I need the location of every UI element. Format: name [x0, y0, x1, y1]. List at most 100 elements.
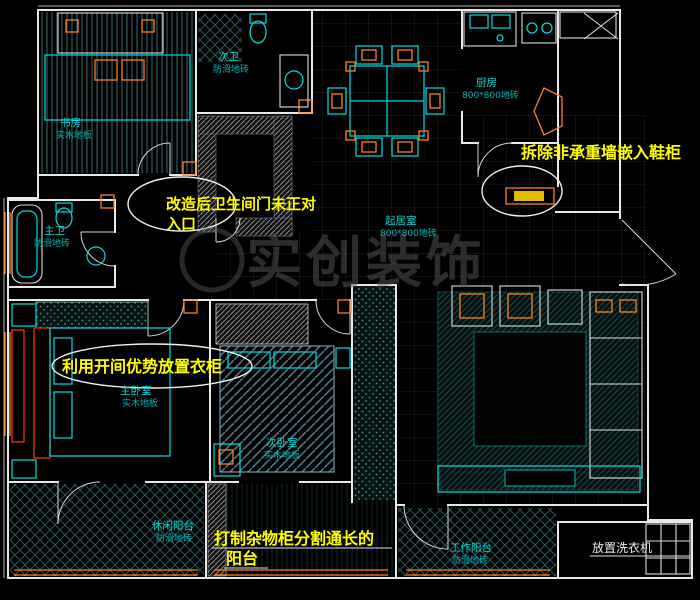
- bath-door-note-line2: 入口: [166, 215, 196, 233]
- balcony-divider-cabinet: [207, 483, 227, 577]
- column-master-bedroom: [183, 299, 198, 314]
- bathtub-inner: [16, 210, 38, 278]
- wardrobe: [215, 303, 309, 345]
- balcony-cabinet-note-line2: 阳台: [226, 549, 258, 568]
- armchair-2: [499, 285, 541, 327]
- toilet-icon: [249, 20, 267, 44]
- second-bath-label: 次卫: [218, 50, 239, 63]
- sofa-set: [437, 285, 643, 493]
- side-table: [547, 289, 583, 325]
- long-cabinet-column: [353, 286, 395, 500]
- living-balcony-door: [403, 504, 449, 550]
- second-bedroom-furniture: [213, 303, 351, 477]
- master-bath-window: [4, 212, 11, 274]
- dining-chairs: [327, 45, 445, 157]
- sofa-pillow-2: [619, 299, 637, 313]
- tv-icon: [504, 469, 576, 487]
- second-bath-fixtures: [249, 13, 309, 108]
- table-corner-3: [345, 130, 356, 141]
- rug-center: [473, 331, 587, 447]
- shoe-cabinet-core: [514, 191, 544, 201]
- room-labels: 书房 实木地板 次卫 防滑地砖 厨房 800*800地砖 主卫 防滑地砖 起居室…: [34, 50, 519, 566]
- tv-cabinet: [437, 465, 641, 493]
- armchair-1: [451, 285, 493, 327]
- second-bedroom-label: 次卧室: [266, 436, 298, 449]
- shower-hatch: [198, 14, 242, 62]
- column-study: [182, 161, 197, 176]
- laundry-area: [590, 523, 691, 575]
- burner-1: [526, 22, 538, 34]
- leisure-balcony-hatch: [10, 484, 204, 576]
- wardrobe-note-highlight: [51, 343, 253, 389]
- sink-basin-2: [491, 14, 511, 29]
- master-bath-door: [80, 231, 116, 267]
- column-master-bath: [100, 194, 115, 209]
- master-bath-walls: [7, 199, 116, 288]
- kitchen-walls: [461, 9, 621, 213]
- master-bedroom-floor-label: 实木地板: [122, 397, 158, 409]
- work-balcony-window: [406, 569, 550, 576]
- bed-headboard: [33, 327, 51, 459]
- shoe-cabinet: [505, 187, 555, 205]
- shoe-cabinet-highlight: [481, 165, 563, 217]
- vanity-counter: [279, 54, 309, 108]
- annotation-notes: 拆除非承重墙嵌入鞋柜 改造后卫生间门未正对 入口 利用开间优势放置衣柜 打制杂物…: [62, 143, 681, 568]
- washing-machine-note: 放置洗衣机: [592, 540, 652, 555]
- highlight-ellipses: [51, 165, 563, 569]
- armchair-2-cushion: [507, 293, 533, 319]
- toilet-tank: [55, 202, 73, 213]
- watermark-logo: [179, 227, 245, 293]
- kitchen-sink-counter: [463, 11, 517, 47]
- study-furniture: [44, 12, 191, 121]
- study-cabinet: [57, 12, 164, 54]
- kitchen-floor-label: 800*800地砖: [462, 89, 519, 101]
- nightstand-2: [11, 459, 37, 479]
- second-bath-floor-label: 防滑地砖: [213, 63, 249, 75]
- work-balcony-label: 工作阳台: [450, 541, 492, 554]
- middle-balcony-window: [214, 569, 388, 576]
- walls: [3, 5, 693, 579]
- sink-basin-1: [469, 14, 489, 29]
- faucet-icon: [496, 34, 504, 42]
- master-bedroom-door: [147, 299, 185, 337]
- master-bedroom-furniture: [11, 301, 171, 479]
- table-corner-1: [345, 61, 356, 72]
- bath-door-highlight: [127, 176, 237, 232]
- right-bottom-walls: [7, 9, 693, 579]
- dining-set: [327, 45, 445, 157]
- leisure-balcony-floor-label: 防滑地砖: [156, 532, 192, 544]
- entry-cabinet-cross: [583, 12, 619, 40]
- bathtub-icon: [11, 204, 43, 284]
- stove-icon: [521, 12, 557, 44]
- kitchen-fridge-symbol: [533, 87, 563, 136]
- leisure-balcony-label: 休闲阳台: [152, 519, 194, 532]
- master-bath-fixtures: [11, 202, 106, 284]
- master-balcony-door: [57, 481, 101, 525]
- second-bedroom-door: [315, 299, 351, 335]
- watermark-text: 实创装饰: [246, 231, 486, 296]
- new-bath-door: [215, 217, 241, 243]
- second-bath-walls: [195, 9, 313, 114]
- wardrobe: [35, 301, 149, 329]
- sink-icon: [86, 246, 106, 266]
- kitchen-label: 厨房: [476, 76, 497, 89]
- living-label: 起居室: [385, 214, 417, 227]
- second-bedroom-floor-label: 实木地板: [264, 449, 300, 461]
- study-pillow-2: [121, 59, 145, 81]
- left-walls: [7, 9, 39, 579]
- windows-and-columns: [4, 87, 563, 576]
- doors: [57, 142, 677, 550]
- wardrobe-note: 利用开间优势放置衣柜: [62, 357, 222, 376]
- study-pillow-1: [94, 59, 118, 81]
- study-label: 书房: [60, 116, 81, 129]
- shoe-cabinet-note: 拆除非承重墙嵌入鞋柜: [521, 143, 681, 162]
- armchair-1-cushion: [459, 293, 485, 319]
- study-door: [137, 142, 171, 176]
- new-bathroom-walls: [197, 115, 395, 577]
- entry-top-cabinet: [559, 11, 617, 39]
- table-corner-4: [418, 130, 429, 141]
- washing-machine-grid: [646, 524, 690, 574]
- nightstand: [335, 347, 351, 369]
- study-wood-floor-hatch: [40, 12, 194, 173]
- column-second-bedroom: [337, 299, 352, 314]
